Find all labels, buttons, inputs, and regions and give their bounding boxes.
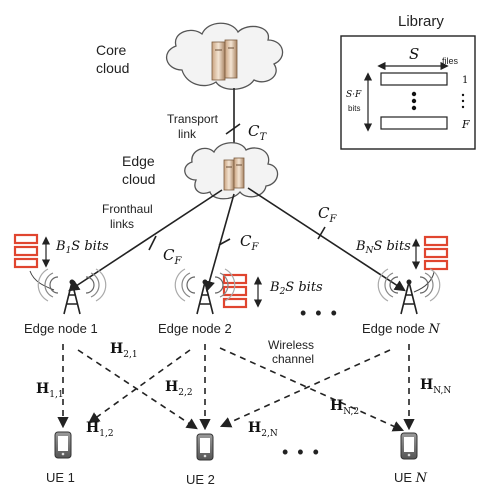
ue-1-phone-icon [54,431,72,459]
library-box: Library S files 1 F S·F bits [340,13,476,150]
channel-H21 [88,349,191,424]
edge-node-1-label: Edge node 1 [24,321,98,336]
core-cloud: Core cloud [96,22,284,90]
library-S-label: S [409,45,419,63]
edge-node-ellipsis: • • • [300,303,339,323]
channel-H2N [219,347,405,432]
ue-ellipsis: • • • [282,442,321,462]
fronthaul-1-tick [148,235,157,251]
fronthaul-N-tick [317,226,326,240]
edge-node-1-antenna-icon [37,268,107,315]
C_F-label-2: CF [240,232,259,253]
core-server-icon [211,39,238,81]
library-vertical-dots [411,91,465,111]
HNN-label: HN,N [420,377,451,396]
transport-link-label-line2: link [178,127,197,141]
cache-icon-2 [222,273,263,309]
library-file-row-1 [380,72,448,86]
H11-label: H1,1 [36,381,64,400]
wireless-channels [57,344,415,432]
fronthaul-link-N [247,187,406,292]
fronthaul-label-line1: Fronthaul [102,202,153,216]
edge-server-icon [223,157,245,191]
wireless-label-line2: channel [272,352,314,366]
C_F-label-1: CF [163,246,182,267]
library-files-label: files [442,56,459,66]
H22-label: H2,2 [165,379,193,398]
library-title: Library [398,13,444,30]
ue-N-phone-icon [400,432,418,460]
C_T-label: CT [248,122,267,143]
library-row-F-index: F [461,118,470,131]
cache-B2-label: B2S bits [269,280,323,297]
fronthaul-link-1 [68,189,223,292]
edge-node-N-label: Edge node N [362,321,441,337]
ue-N-label: UE N [394,470,428,486]
fronthaul-2-tick [218,238,231,246]
H2N-label: H2,N [248,420,278,439]
ue-2-label: UE 2 [186,472,215,487]
ue-1-label: UE 1 [46,470,75,485]
library-bits-label: bits [348,104,360,113]
channel-H12 [77,349,198,430]
edge-cloud-label-line2: cloud [122,171,155,187]
cache-icon-N [411,235,449,293]
library-file-row-F [380,116,448,130]
fronthaul-links [68,187,406,293]
cache-B1-label: B1S bits [55,239,109,256]
edge-cloud-label-line1: Edge [122,153,155,169]
cache-icon-1 [13,233,55,291]
channel-HN2 [219,349,391,428]
edge-node-2-label: Edge node 2 [158,321,232,336]
edge-node-N-antenna-icon [377,268,441,315]
transport-link-capacity-tick [225,123,241,135]
fronthaul-link-2 [204,193,235,293]
C_F-label-N: CF [318,204,337,225]
library-SF-label: S·F [346,90,362,100]
fronthaul-label-line2: links [110,217,134,231]
edge-node-2-antenna-icon [174,268,236,315]
core-cloud-label-line1: Core [96,42,127,58]
wireless-label-line1: Wireless [268,338,314,352]
H12-label: H1,2 [86,420,114,439]
HN2-label: HN,2 [330,398,359,417]
H21-label: H2,1 [110,341,138,360]
core-cloud-label-line2: cloud [96,60,129,76]
transport-link-label-line1: Transport [167,112,219,126]
ue-2-phone-icon [196,433,214,461]
library-row-1-index: 1 [462,75,468,86]
cache-BN-label: BNS bits [355,239,411,256]
edge-cloud: Edge cloud [122,142,279,200]
